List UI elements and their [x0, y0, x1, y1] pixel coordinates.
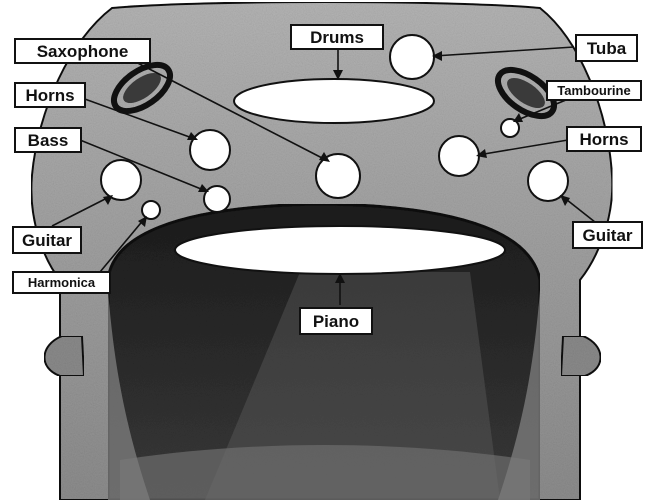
label-bass: Bass	[14, 127, 82, 153]
label-guitar-right: Guitar	[572, 221, 643, 249]
harmonica-speaker	[142, 201, 160, 219]
drums-speaker	[234, 79, 434, 123]
horns-left-speaker	[190, 130, 230, 170]
label-drums: Drums	[290, 24, 384, 50]
dashboard	[120, 445, 530, 500]
mirror-left	[44, 336, 84, 376]
label-horns-left: Horns	[14, 82, 86, 108]
label-tambourine: Tambourine	[546, 80, 642, 101]
label-horns-right: Horns	[566, 126, 642, 152]
horns-right-speaker	[439, 136, 479, 176]
label-harmonica: Harmonica	[12, 271, 111, 294]
tuba-speaker	[390, 35, 434, 79]
label-guitar-left: Guitar	[12, 226, 82, 254]
guitar-right-speaker	[528, 161, 568, 201]
label-saxophone: Saxophone	[14, 38, 151, 64]
mirror-right	[561, 336, 601, 376]
label-piano: Piano	[299, 307, 373, 335]
bass-speaker	[204, 186, 230, 212]
piano-speaker	[175, 226, 505, 274]
label-tuba: Tuba	[575, 34, 638, 62]
guitar-left-speaker	[101, 160, 141, 200]
